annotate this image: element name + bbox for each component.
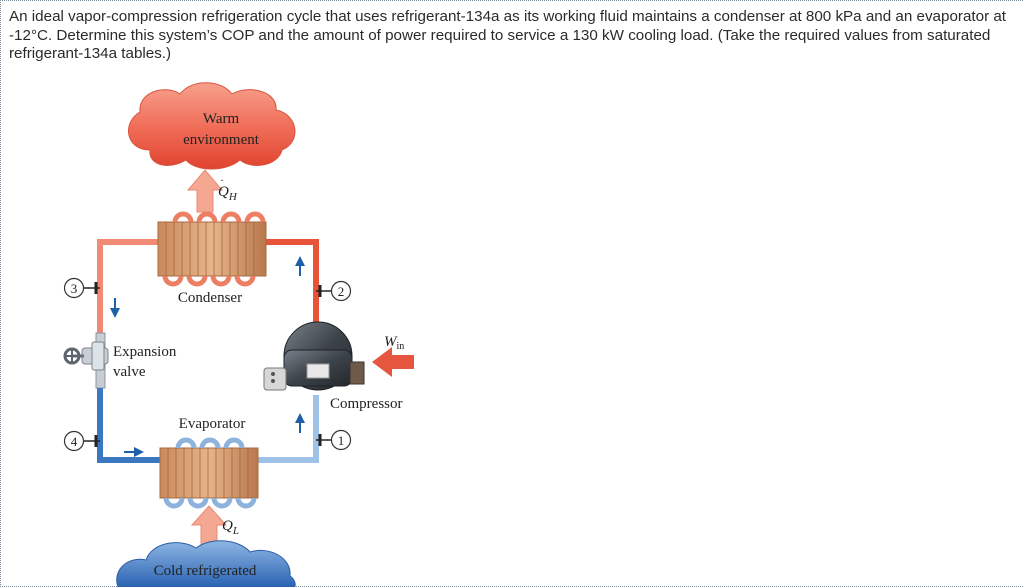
arrow-up-icon — [295, 256, 305, 276]
warm-environment-cloud: Warm environment — [128, 82, 296, 170]
cold-refrigerated-space-cloud: Cold refrigerated — [116, 540, 296, 587]
evaporator-coil: Evaporator — [159, 416, 259, 509]
ql-label: QL — [222, 518, 239, 537]
warm-label-1: Warm — [203, 111, 240, 127]
flow-direction-arrows — [110, 256, 305, 457]
arrow-right-icon — [124, 447, 144, 457]
compressor-label: Compressor — [330, 396, 403, 412]
qh-label: QH — [218, 184, 238, 203]
arrow-down-icon — [110, 298, 120, 318]
state-1-marker: 1 — [316, 429, 352, 451]
evaporator-label: Evaporator — [179, 416, 246, 432]
svg-text:4: 4 — [71, 434, 78, 449]
arrow-up-icon — [295, 413, 305, 433]
state-3-marker: 3 — [63, 277, 100, 299]
state-4-marker: 4 — [63, 430, 100, 452]
win-label: Win — [384, 334, 404, 352]
warm-label-2: environment — [183, 132, 260, 148]
problem-statement: An ideal vapor-compression refrigeration… — [9, 8, 1007, 62]
svg-text:3: 3 — [71, 281, 78, 296]
expansion-valve: Expansion valve — [63, 341, 177, 380]
condenser-coil: Condenser — [157, 211, 267, 306]
compressor: Compressor — [263, 321, 403, 412]
state-markers: 3 2 4 1 — [63, 277, 352, 452]
heat-rejected-arrow: QH · — [186, 169, 238, 213]
cold-pipe — [97, 388, 160, 463]
condenser-label: Condenser — [178, 290, 242, 306]
heat-absorbed-arrow: QL — [190, 505, 239, 546]
state-2-marker: 2 — [316, 280, 352, 302]
cold-label: Cold refrigerated — [154, 563, 257, 579]
expansion-label-2: valve — [113, 364, 146, 380]
svg-text:·: · — [220, 173, 224, 187]
svg-text:1: 1 — [338, 433, 345, 448]
work-input-arrow: Win — [372, 334, 414, 377]
svg-text:2: 2 — [338, 284, 345, 299]
expansion-label-1: Expansion — [113, 344, 177, 360]
